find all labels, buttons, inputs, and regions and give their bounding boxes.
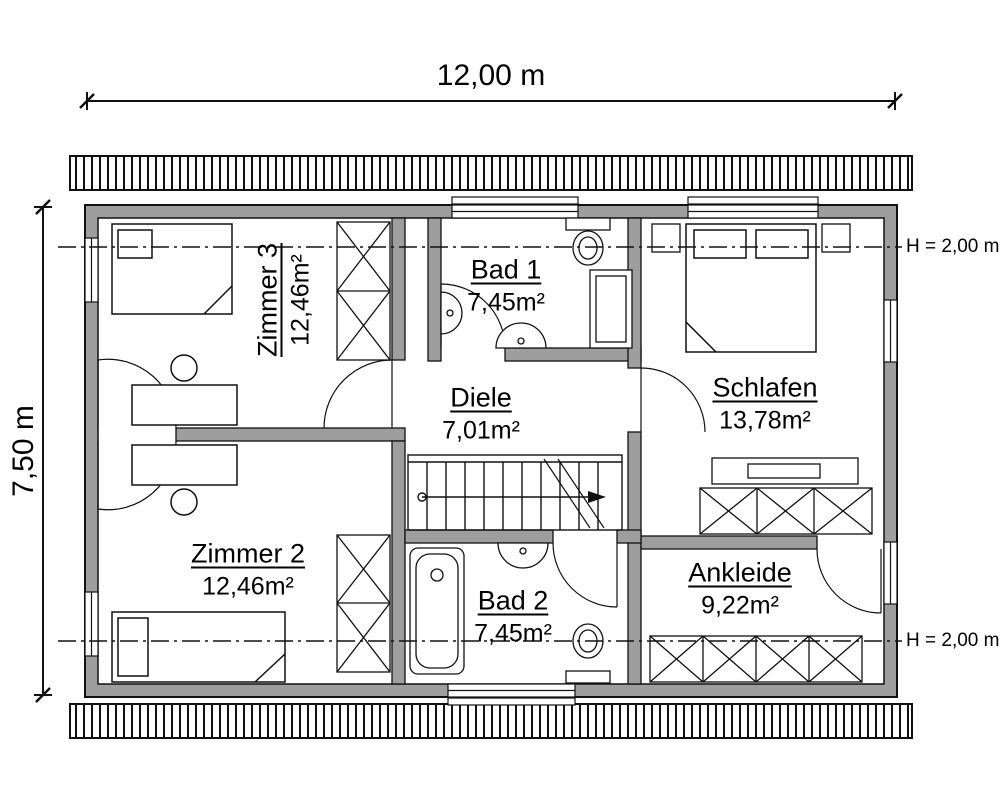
- dimension-height-label: 7,50 m: [7, 405, 40, 497]
- nightstand-left: [651, 223, 681, 253]
- room-label-zimmer2: Zimmer 2 12,46m²: [191, 538, 305, 603]
- dimension-height-line: [34, 199, 52, 703]
- room-area-zimmer2: 12,46m²: [202, 572, 294, 601]
- door-bad2: [552, 542, 618, 608]
- bathtub-bad2: [409, 547, 465, 675]
- wardrobe-zimmer2: [336, 534, 391, 673]
- interior-walls: [175, 217, 818, 685]
- room-name-bad2: Bad 2: [477, 585, 549, 616]
- wardrobe-zimmer3: [336, 221, 391, 361]
- dresser-schlafen: [711, 457, 859, 485]
- toilet-bad1: [565, 217, 611, 266]
- wardrobe-schlafen: [699, 487, 873, 535]
- height-marker-top: H = 2,00 m: [906, 236, 1000, 257]
- door-ankleide: [816, 548, 882, 614]
- room-label-schlafen: Schlafen 13,78m²: [712, 372, 817, 437]
- room-label-zimmer3: Zimmer 3 12,46m²: [252, 243, 317, 357]
- roof-hatch-bottom: [69, 703, 913, 739]
- wardrobe-ankleide: [649, 635, 863, 683]
- desk-zimmer2: [131, 444, 238, 516]
- windows: [84, 196, 898, 706]
- dimension-width-label: 12,00 m: [436, 59, 546, 92]
- chair-zimmer2: [170, 488, 198, 516]
- sink-bad2: [497, 542, 549, 569]
- bed-zimmer3: [111, 223, 233, 315]
- desk-zimmer3: [131, 354, 238, 426]
- room-area-schlafen: 13,78m²: [719, 406, 811, 435]
- room-name-zimmer2: Zimmer 2: [191, 538, 305, 569]
- door-schlafen: [640, 367, 706, 433]
- dimension-width-line: [79, 92, 903, 110]
- room-name-bad1: Bad 1: [470, 254, 542, 285]
- room-area-bad2: 7,45m²: [474, 619, 552, 648]
- bed-zimmer2: [111, 611, 286, 683]
- chair-zimmer3: [170, 354, 198, 382]
- room-label-bad2: Bad 2 7,45m²: [474, 585, 552, 650]
- height-marker-bottom: H = 2,00 m: [906, 630, 1000, 651]
- height-lines: [58, 246, 902, 642]
- room-area-zimmer3: 12,46m²: [286, 254, 315, 346]
- room-name-schlafen: Schlafen: [712, 372, 818, 403]
- bed-schlafen: [685, 223, 817, 353]
- room-name-diele: Diele: [450, 382, 512, 413]
- handbasin-bad1: [440, 291, 463, 335]
- roof-hatch-top: [69, 155, 913, 191]
- room-area-bad1: 7,45m²: [467, 288, 545, 317]
- sink-bad1: [495, 322, 547, 349]
- shower-bad1: [589, 269, 633, 349]
- nightstand-right: [821, 223, 851, 253]
- room-name-ankleide: Ankleide: [688, 557, 792, 588]
- room-label-bad1: Bad 1 7,45m²: [467, 254, 545, 319]
- room-area-ankleide: 9,22m²: [701, 591, 779, 620]
- stair-direction-arrow: [417, 491, 606, 503]
- door-zimmer3: [323, 359, 393, 429]
- room-label-ankleide: Ankleide 9,22m²: [688, 557, 792, 622]
- room-area-diele: 7,01m²: [442, 416, 520, 445]
- room-label-diele: Diele 7,01m²: [442, 382, 520, 447]
- room-name-zimmer3: Zimmer 3: [252, 243, 283, 357]
- stairs: [407, 454, 623, 531]
